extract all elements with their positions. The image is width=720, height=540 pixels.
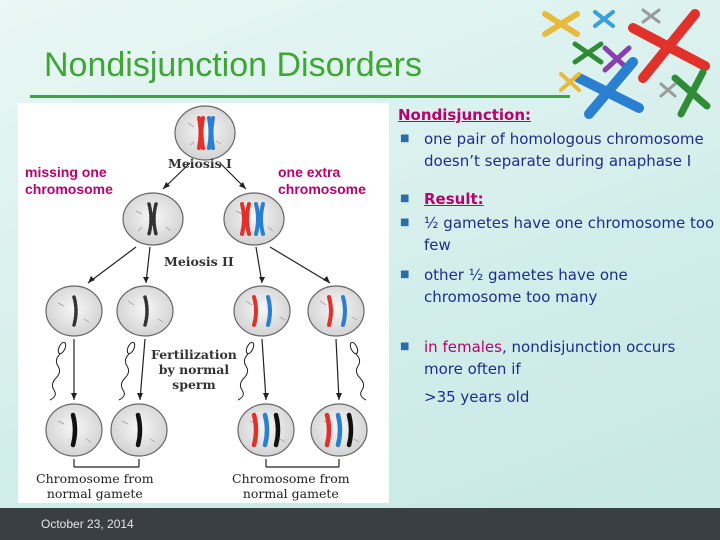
footer-bar: October 23, 2014 [0, 508, 720, 540]
bullet-text: ½ gametes have one chromosome too few [424, 214, 715, 254]
sperm-icon [57, 341, 67, 355]
caption-left-line1: Chromosome from [36, 471, 154, 486]
chromosome-cluster-icon [542, 8, 711, 119]
fertilization-label: Fertilization by normal sperm [151, 347, 237, 392]
result-heading: Result: [424, 190, 484, 208]
female-list: ■ in females, nondisjunction occurs more… [398, 336, 716, 380]
sperm-icon [349, 341, 359, 355]
slide-content: Nondisjunction: ■ one pair of homologous… [398, 106, 716, 408]
fertilization-line2: by normal [158, 362, 230, 377]
in-females-text: in females [424, 338, 502, 356]
sperm-icon [126, 341, 136, 355]
gamete-cell-3 [233, 285, 291, 337]
slide-title: Nondisjunction Disorders [44, 46, 422, 84]
fertilization-line3: sperm [172, 377, 216, 392]
nondisjunction-diagram: missing one chromosome one extra chromos… [18, 103, 389, 503]
fertilization-line1: Fertilization [151, 347, 237, 362]
caption-right-line2: normal gamete [242, 486, 339, 501]
title-underline [30, 95, 570, 98]
one-extra-label: one extra chromosome [278, 164, 366, 198]
one-extra-line2: chromosome [278, 181, 366, 197]
age-subtext: >35 years old [424, 388, 530, 406]
bullet-text: one pair of homologous chromosome doesn’… [424, 130, 704, 170]
footer-date: October 23, 2014 [41, 517, 134, 531]
diagram-drawing [45, 105, 368, 468]
caption-left: Chromosome from normal gamete [36, 471, 154, 501]
gamete-cell-4 [307, 285, 365, 337]
meiosis-2-label: Meiosis II [164, 254, 234, 269]
square-bullet-icon: ■ [400, 269, 410, 280]
result-list: ■ Result: ■ ½ gametes have one chromosom… [398, 188, 716, 308]
bullet-text: , nondisjunction occurs more often if [424, 338, 676, 378]
gamete-cell-2 [116, 285, 174, 337]
square-bullet-icon: ■ [400, 217, 410, 228]
square-bullet-icon: ■ [400, 133, 410, 144]
meiosis-1-label: Meiosis I [168, 156, 232, 171]
caption-left-line2: normal gamete [46, 486, 143, 501]
missing-one-line1: missing one [25, 164, 107, 180]
gamete-cell-1 [45, 285, 103, 337]
list-item: ■ one pair of homologous chromosome does… [398, 128, 716, 172]
sperm-icon [245, 341, 255, 355]
list-item: ■ ½ gametes have one chromosome too few [398, 212, 716, 256]
parent-cell [174, 105, 236, 161]
caption-right-line1: Chromosome from [232, 471, 350, 486]
caption-right: Chromosome from normal gamete [232, 471, 350, 501]
bullet-text: other ½ gametes have one chromosome too … [424, 266, 628, 306]
list-item: ■ in females, nondisjunction occurs more… [398, 336, 716, 380]
square-bullet-icon: ■ [400, 341, 410, 352]
list-item: ■ other ½ gametes have one chromosome to… [398, 264, 716, 308]
list-item: ■ Result: [398, 188, 716, 210]
missing-one-label: missing one chromosome [25, 164, 113, 198]
missing-one-line2: chromosome [25, 181, 113, 197]
nondisjunction-heading: Nondisjunction: [398, 106, 532, 124]
meiosis1-cell-right [223, 192, 285, 246]
definition-list: ■ one pair of homologous chromosome does… [398, 128, 716, 172]
square-bullet-icon: ■ [400, 193, 410, 204]
one-extra-line1: one extra [278, 164, 341, 180]
